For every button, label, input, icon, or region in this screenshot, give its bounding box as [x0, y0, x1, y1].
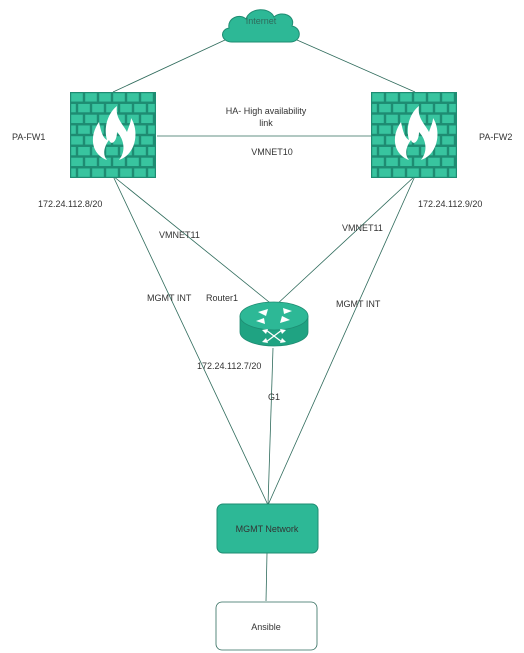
link-fw2-mgmt [267, 175, 416, 506]
link-fw1-router [112, 175, 275, 307]
link-fw2-router [274, 175, 416, 307]
firewall-pa-fw2[interactable] [371, 92, 457, 178]
flame-icon [394, 106, 438, 160]
router-icon [239, 301, 309, 347]
ha-link-label-line1: HA- High availability [226, 106, 307, 116]
link-internet-fw2 [296, 39, 416, 93]
router1-ip: 172.24.112.7/20 [197, 361, 261, 371]
fw2-router-vmnet-label: VMNET11 [342, 223, 383, 233]
pa-fw2-ip: 172.24.112.9/20 [418, 199, 482, 209]
firewall-icon [371, 92, 457, 178]
link-fw1-mgmt [112, 175, 269, 506]
router1-label: Router1 [206, 293, 238, 303]
flame-icon [92, 106, 136, 160]
router-mgmt-g1-label: G1 [268, 392, 280, 402]
link-internet-fw1 [112, 39, 226, 93]
internet-label: Internet [246, 16, 277, 26]
internet-node[interactable]: Internet [222, 9, 300, 43]
router-node[interactable] [239, 301, 309, 347]
fw1-router-vmnet-label: VMNET11 [159, 230, 200, 240]
mgmt-network-box [216, 503, 319, 554]
mgmt-network-label: MGMT Network [236, 524, 299, 534]
firewall-pa-fw1[interactable] [70, 92, 156, 178]
link-router-mgmt [267, 347, 274, 506]
cloud-icon [222, 9, 300, 43]
ansible-box [215, 601, 318, 651]
fw1-mgmt-int-label: MGMT INT [147, 293, 192, 303]
link-mgmt-ansible [265, 552, 268, 602]
fw2-mgmt-int-label: MGMT INT [336, 299, 381, 309]
connectors [112, 39, 416, 602]
pa-fw1-ip: 172.24.112.8/20 [38, 199, 102, 209]
pa-fw1-label: PA-FW1 [12, 132, 45, 142]
mgmt-network-node[interactable]: MGMT Network [216, 503, 319, 554]
ha-link-label-line2: link [259, 118, 273, 128]
ansible-label: Ansible [251, 622, 281, 632]
ansible-node[interactable]: Ansible [215, 601, 318, 651]
ha-network-label: VMNET10 [251, 147, 293, 157]
pa-fw2-label: PA-FW2 [479, 132, 512, 142]
